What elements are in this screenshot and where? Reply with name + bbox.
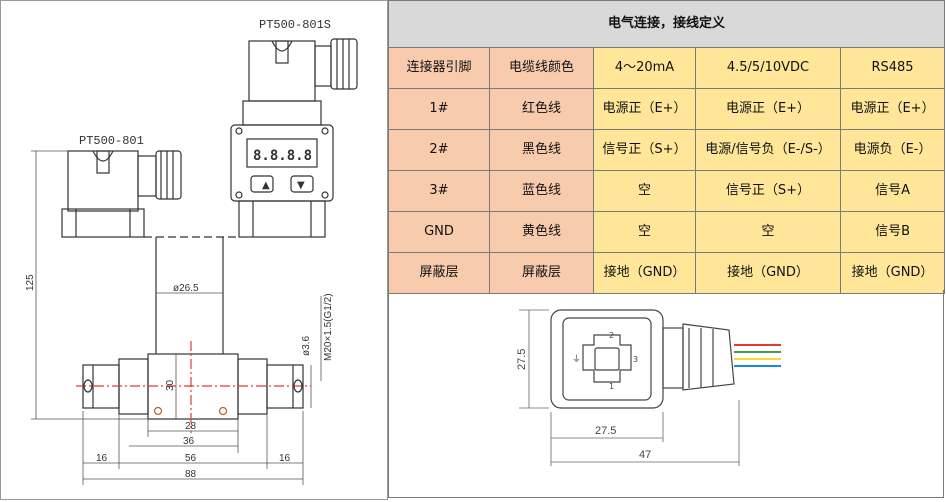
- dim-88: 88: [185, 469, 197, 480]
- table-cell: 接地（GND）: [593, 252, 696, 294]
- dim-28: 28: [185, 421, 197, 432]
- pin-2-label: 2: [609, 331, 614, 340]
- table-cell: 黄色线: [489, 211, 594, 253]
- table-cell: 红色线: [489, 88, 594, 130]
- pt500-801s-housing: [248, 40, 316, 102]
- mechanical-drawing-panel: PT500-801 PT500-801S 8.8.8.8 ▲ ▼ 125 ø26…: [0, 0, 388, 500]
- table-row: 2# 黑色线 信号正（S+） 电源/信号负（E-/S-） 电源负（E-）: [388, 129, 946, 171]
- dim-56: 56: [185, 453, 197, 464]
- connector-drawing-panel: ⏚ 2 3 1 27.5 27.5 47: [388, 290, 944, 498]
- model-label-left: PT500-801: [79, 134, 144, 148]
- dim-16-right: 16: [279, 453, 291, 464]
- up-button: [250, 175, 274, 193]
- table-row: 屏蔽层 屏蔽层 接地（GND） 接地（GND） 接地（GND）: [388, 252, 946, 294]
- pin-3-label: 3: [633, 355, 638, 364]
- ground-icon: ⏚: [572, 354, 581, 365]
- table-cell: 信号B: [839, 211, 946, 253]
- pt500-801-nut: [61, 208, 145, 238]
- pt500-801-housing: [67, 150, 139, 212]
- pin-1-label: 1: [609, 382, 614, 391]
- table-cell: 空: [593, 170, 696, 212]
- wiring-table: 电气连接，接线定义 连接器引脚 电缆线颜色 4～20mA 4.5/5/10VDC…: [387, 0, 946, 294]
- table-cell: 电源正（E+）: [695, 88, 841, 130]
- col-header-4-20ma: 4～20mA: [593, 47, 696, 89]
- pt500-801-cable-gland: [137, 155, 157, 197]
- table-cell: 信号A: [839, 170, 946, 212]
- dim-total-47: 47: [639, 449, 651, 461]
- table-header-row: 连接器引脚 电缆线颜色 4～20mA 4.5/5/10VDC RS485: [388, 47, 946, 89]
- table-cell: 屏蔽层: [388, 252, 490, 294]
- dim-body: 30: [165, 379, 176, 391]
- table-cell: 信号正（S+）: [593, 129, 696, 171]
- table-cell: 电源正（E+）: [839, 88, 946, 130]
- table-cell: 电源负（E-）: [839, 129, 946, 171]
- table-cell: 空: [593, 211, 696, 253]
- table-row: 1# 红色线 电源正（E+） 电源正（E+） 电源正（E+）: [388, 88, 946, 130]
- dim-width-27-5: 27.5: [595, 425, 616, 437]
- col-header-color: 电缆线颜色: [489, 47, 594, 89]
- dim-height: 125: [25, 274, 36, 291]
- table-cell: 电源/信号负（E-/S-）: [695, 129, 841, 171]
- down-arrow-icon: ▼: [297, 180, 305, 191]
- col-header-vdc: 4.5/5/10VDC: [695, 47, 841, 89]
- table-cell: GND: [388, 211, 490, 253]
- lcd-window: [246, 138, 318, 168]
- model-label-right: PT500-801S: [259, 18, 331, 32]
- col-header-rs485: RS485: [839, 47, 946, 89]
- right-port-fitting: [266, 364, 304, 409]
- table-row: GND 黄色线 空 空 信号B: [388, 211, 946, 253]
- connector-cable-gland: [682, 323, 735, 391]
- up-arrow-icon: ▲: [262, 180, 270, 191]
- table-title: 电气连接，接线定义: [387, 0, 946, 48]
- table-cell: 信号正（S+）: [695, 170, 841, 212]
- table-cell: 接地（GND）: [839, 252, 946, 294]
- col-header-pin: 连接器引脚: [388, 47, 490, 89]
- dim-height-27-5: 27.5: [516, 349, 528, 370]
- connector-drawing: ⏚ 2 3 1 27.5 27.5 47: [516, 309, 781, 466]
- pt500-801s-nut: [238, 200, 326, 238]
- table-cell: 电源正（E+）: [593, 88, 696, 130]
- mechanical-drawing: PT500-801 PT500-801S 8.8.8.8 ▲ ▼ 125 ø26…: [25, 18, 358, 485]
- table-cell: 1#: [388, 88, 490, 130]
- dim-16-left: 16: [96, 453, 108, 464]
- table-cell: 3#: [388, 170, 490, 212]
- wiring-panel: 电气连接，接线定义 连接器引脚 电缆线颜色 4～20mA 4.5/5/10VDC…: [387, 0, 946, 500]
- display-digits: 8.8.8.8: [253, 148, 312, 164]
- table-cell: 屏蔽层: [489, 252, 594, 294]
- table-row: 3# 蓝色线 空 信号正（S+） 信号A: [388, 170, 946, 212]
- down-button: [290, 175, 314, 193]
- dim-thread: M20×1.5(G1/2): [323, 293, 334, 361]
- dim-port-dia: ø3.6: [301, 336, 312, 356]
- table-cell: 空: [695, 211, 841, 253]
- table-cell: 2#: [388, 129, 490, 171]
- table-cell: 蓝色线: [489, 170, 594, 212]
- connector-plug: [550, 309, 664, 409]
- table-cell: 黑色线: [489, 129, 594, 171]
- dim-36: 36: [183, 436, 195, 447]
- dim-pipe-dia: ø26.5: [173, 283, 199, 294]
- table-cell: 接地（GND）: [695, 252, 841, 294]
- pin-layout: [582, 334, 632, 383]
